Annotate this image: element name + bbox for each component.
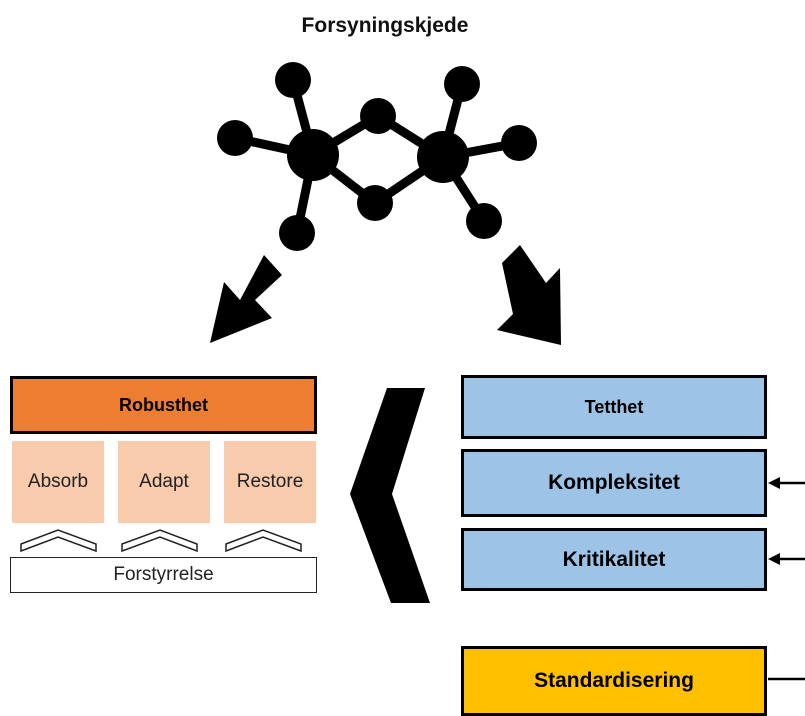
robustness-box: Robusthet	[10, 376, 317, 434]
diagram-title: Forsyningskjede	[301, 14, 469, 37]
chevron-left-icon	[350, 388, 430, 603]
capability-adapt: Adapt	[118, 441, 210, 523]
left-down-arrow-icon	[210, 255, 282, 343]
right-down-arrow-icon	[497, 245, 561, 345]
standardization-box: Standardisering	[461, 646, 767, 716]
incoming-arrows	[768, 477, 805, 681]
complexity-box: Kompleksitet	[461, 449, 767, 517]
capability-absorb: Absorb	[12, 441, 104, 523]
capability-restore: Restore	[224, 441, 316, 523]
disturbance-box: Forstyrrelse	[10, 557, 317, 593]
criticality-box: Kritikalitet	[461, 528, 767, 591]
tightness-box: Tetthet	[461, 375, 767, 439]
disturbance-plates-icon	[20, 529, 302, 553]
supply-chain-network-icon	[217, 62, 537, 251]
